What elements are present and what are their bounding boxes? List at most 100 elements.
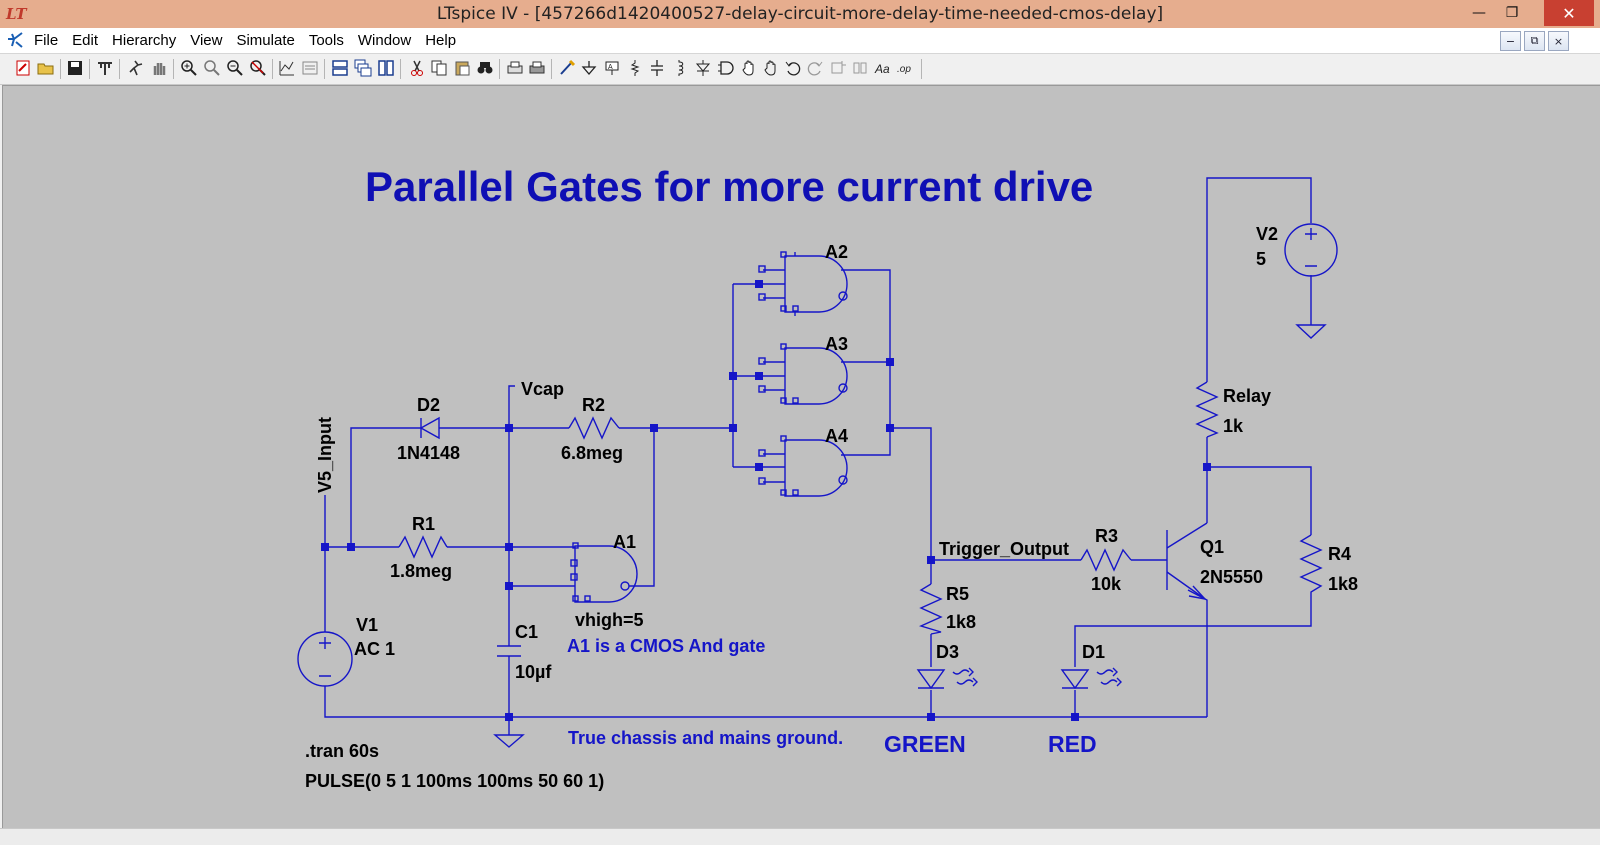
zoom-out-icon[interactable] [226, 59, 244, 77]
relay-value-label[interactable]: 1k [1223, 416, 1244, 436]
open-icon[interactable] [37, 59, 55, 77]
menu-file[interactable]: File [34, 32, 59, 49]
and-gate-a3[interactable] [758, 343, 848, 405]
cascade-icon[interactable] [354, 59, 372, 77]
d3-led[interactable] [916, 667, 978, 690]
v1-name-label[interactable]: V1 [356, 615, 378, 635]
r4-value-label[interactable]: 1k8 [1328, 574, 1358, 594]
and-gate-a1[interactable] [570, 542, 638, 603]
relay-name-label[interactable]: Relay [1223, 386, 1271, 406]
menu-simulate[interactable]: Simulate [236, 32, 295, 49]
r2-value-label[interactable]: 6.8meg [561, 443, 623, 463]
mdi-minimize-button[interactable]: − [1500, 31, 1521, 51]
d3-name-label[interactable]: D3 [936, 642, 959, 662]
zoom-pan-icon[interactable] [203, 59, 221, 77]
q1-value-label[interactable]: 2N5550 [1200, 567, 1263, 587]
diode-icon[interactable] [694, 59, 712, 77]
mdi-restore-button[interactable]: ⧉ [1524, 31, 1545, 51]
minimize-button[interactable]: — [1472, 5, 1486, 21]
pulse-directive[interactable]: PULSE(0 5 1 100ms 100ms 50 60 1) [305, 771, 604, 791]
q1-name-label[interactable]: Q1 [1200, 537, 1224, 557]
ground-note[interactable]: True chassis and mains ground. [568, 728, 843, 748]
copy-icon[interactable] [430, 59, 448, 77]
schematic-title[interactable]: Parallel Gates for more current drive [365, 163, 1093, 210]
a1-label[interactable]: A1 [613, 532, 636, 552]
r2-resistor[interactable] [568, 416, 620, 440]
cut-icon[interactable] [408, 59, 426, 77]
r1-value-label[interactable]: 1.8meg [390, 561, 452, 581]
label-net-icon[interactable]: A [603, 59, 621, 77]
vcap-net-label[interactable]: Vcap [521, 379, 564, 399]
relay-resistor[interactable] [1195, 381, 1219, 438]
a4-label[interactable]: A4 [825, 426, 848, 446]
zoom-cancel-icon[interactable] [249, 59, 267, 77]
rotate-icon[interactable] [829, 59, 847, 77]
spice-directive-icon[interactable]: .op [896, 59, 914, 77]
r3-value-label[interactable]: 10k [1091, 574, 1122, 594]
find-icon[interactable] [476, 59, 494, 77]
and-gate-a2[interactable] [758, 251, 848, 316]
close-button[interactable]: ✕ [1544, 0, 1594, 26]
d1-led[interactable] [1060, 667, 1122, 690]
component-icon[interactable] [717, 59, 735, 77]
menu-edit[interactable]: Edit [72, 32, 99, 49]
resistor-icon[interactable] [626, 59, 644, 77]
move-icon[interactable] [740, 59, 758, 77]
schematic-drawing[interactable]: Parallel Gates for more current drive V2… [3, 86, 1599, 827]
mdi-close-button[interactable]: × [1548, 31, 1569, 51]
tran-directive[interactable]: .tran 60s [305, 741, 379, 761]
print-icon[interactable] [528, 59, 546, 77]
c1-capacitor[interactable] [497, 645, 521, 657]
r2-name-label[interactable]: R2 [582, 395, 605, 415]
a1-note[interactable]: A1 is a CMOS And gate [567, 636, 765, 656]
r4-resistor[interactable] [1299, 534, 1323, 600]
r5-resistor[interactable] [919, 583, 943, 635]
tile-horizontal-icon[interactable] [331, 59, 349, 77]
v1-value-label[interactable]: AC 1 [354, 639, 395, 659]
green-note[interactable]: GREEN [884, 731, 966, 757]
trigger-output-net-label[interactable]: Trigger_Output [939, 539, 1069, 559]
maximize-button[interactable]: ❐ [1505, 5, 1519, 21]
undo-icon[interactable] [784, 59, 802, 77]
menu-hierarchy[interactable]: Hierarchy [112, 32, 177, 49]
mirror-icon[interactable] [851, 59, 869, 77]
v2-name-label[interactable]: V2 [1256, 224, 1278, 244]
run-icon[interactable] [126, 59, 144, 77]
d2-name-label[interactable]: D2 [417, 395, 440, 415]
wire-icon[interactable] [558, 59, 576, 77]
d2-value-label[interactable]: 1N4148 [397, 443, 460, 463]
save-icon[interactable] [66, 59, 84, 77]
capacitor-icon[interactable] [648, 59, 666, 77]
v5-input-net-label[interactable]: V5_Input [315, 417, 335, 493]
a3-label[interactable]: A3 [825, 334, 848, 354]
d2-diode[interactable] [419, 416, 440, 440]
print-preview-icon[interactable] [506, 59, 524, 77]
r5-name-label[interactable]: R5 [946, 584, 969, 604]
control-panel-icon[interactable] [96, 59, 114, 77]
autorange-icon[interactable] [278, 59, 296, 77]
c1-name-label[interactable]: C1 [515, 622, 538, 642]
menu-help[interactable]: Help [425, 32, 457, 49]
v2-voltage-source[interactable] [1284, 223, 1338, 339]
document-logo-icon[interactable] [5, 30, 25, 50]
a1-vhigh-label[interactable]: vhigh=5 [575, 610, 644, 630]
and-gate-a4[interactable] [758, 435, 848, 497]
menu-tools[interactable]: Tools [308, 32, 344, 49]
ground-symbol[interactable] [493, 734, 525, 748]
ltspice-logo-icon[interactable]: LT [6, 5, 27, 23]
tile-vertical-icon[interactable] [377, 59, 395, 77]
menu-view[interactable]: View [190, 32, 223, 49]
zoom-in-icon[interactable] [180, 59, 198, 77]
new-schematic-icon[interactable] [14, 59, 32, 77]
r1-name-label[interactable]: R1 [412, 514, 435, 534]
inductor-icon[interactable] [671, 59, 689, 77]
menu-window[interactable]: Window [357, 32, 412, 49]
r3-name-label[interactable]: R3 [1095, 526, 1118, 546]
halt-icon[interactable] [150, 59, 168, 77]
c1-value-label[interactable]: 10µf [515, 662, 552, 682]
text-icon[interactable]: Aa [874, 59, 892, 77]
a2-label[interactable]: A2 [825, 242, 848, 262]
redo-icon[interactable] [806, 59, 824, 77]
q1-transistor[interactable] [1166, 522, 1208, 601]
drag-icon[interactable] [762, 59, 780, 77]
